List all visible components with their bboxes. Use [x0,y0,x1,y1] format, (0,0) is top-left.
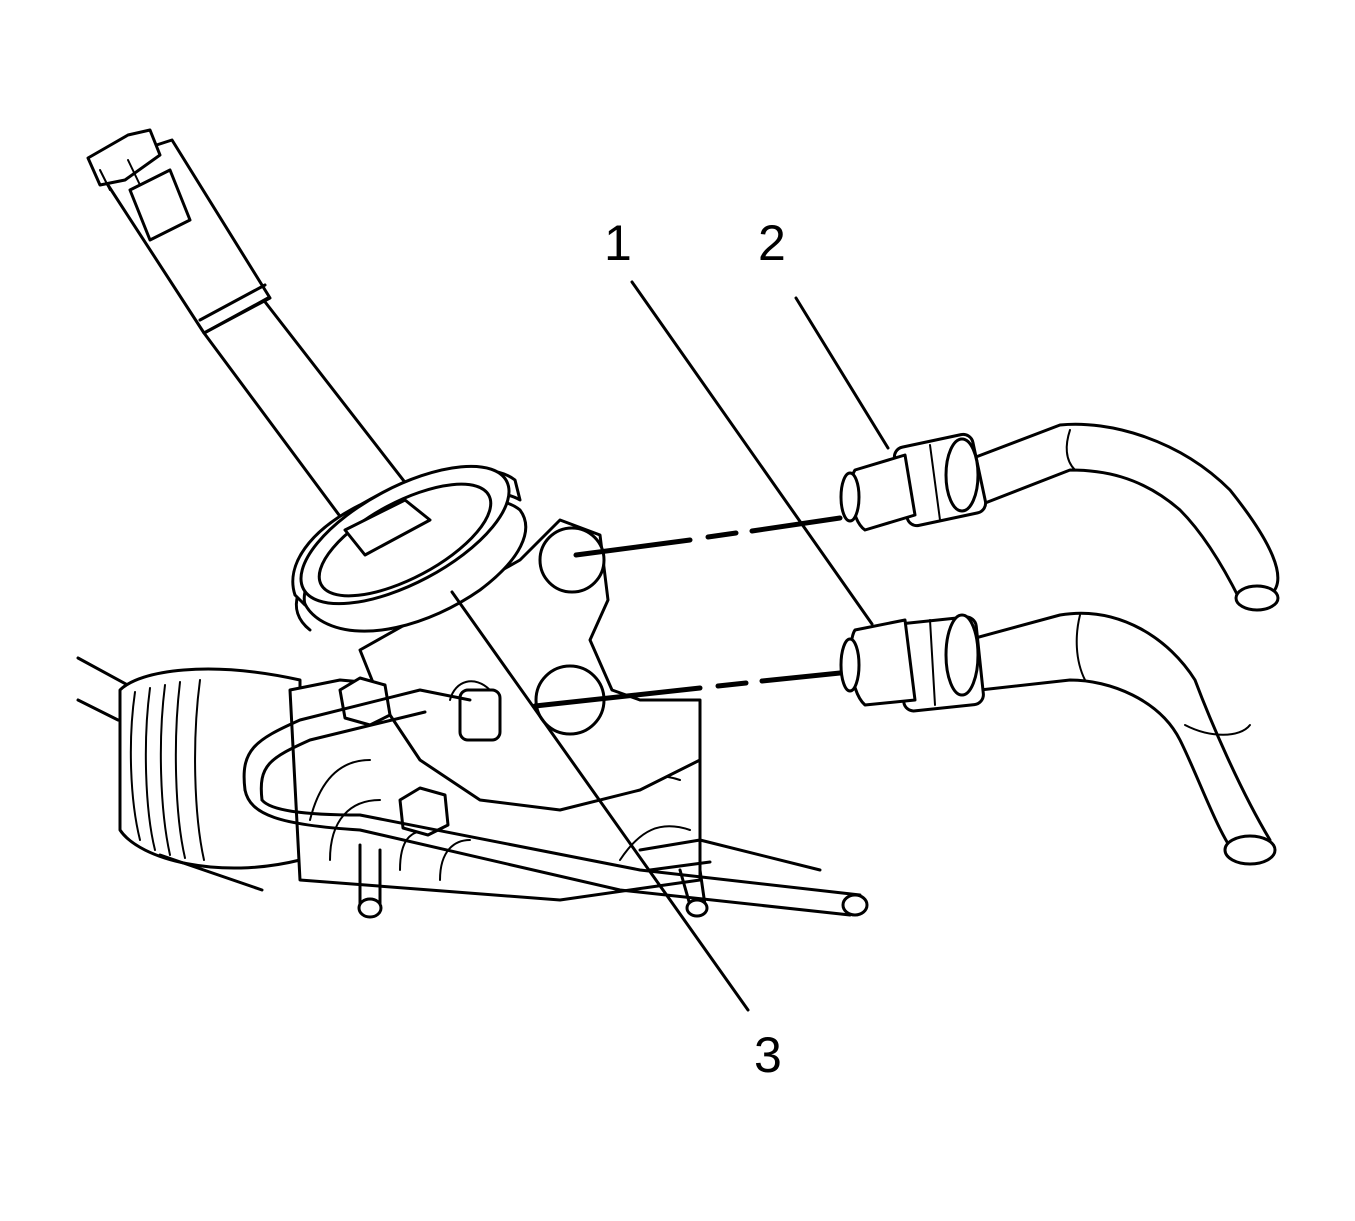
callout-label-3: 3 [754,1027,782,1083]
callout-label-2: 2 [758,215,786,271]
upper-hose-assembly [839,422,1280,612]
leader-line-1 [630,280,874,626]
transfer-tube [242,688,869,917]
port-upper [538,526,606,594]
alignment-lines [532,515,843,709]
line-stubs [357,843,709,919]
input-shaft [86,128,430,552]
callout-label-1: 1 [604,215,632,271]
leader-lines [450,280,890,1012]
mounting-nuts [338,676,450,837]
leader-line-2 [794,296,890,450]
rack-boot [76,656,302,892]
leader-line-3 [450,590,750,1012]
lower-hose-assembly [839,611,1277,866]
shaft-seal [291,464,528,633]
valve-body [358,518,702,812]
